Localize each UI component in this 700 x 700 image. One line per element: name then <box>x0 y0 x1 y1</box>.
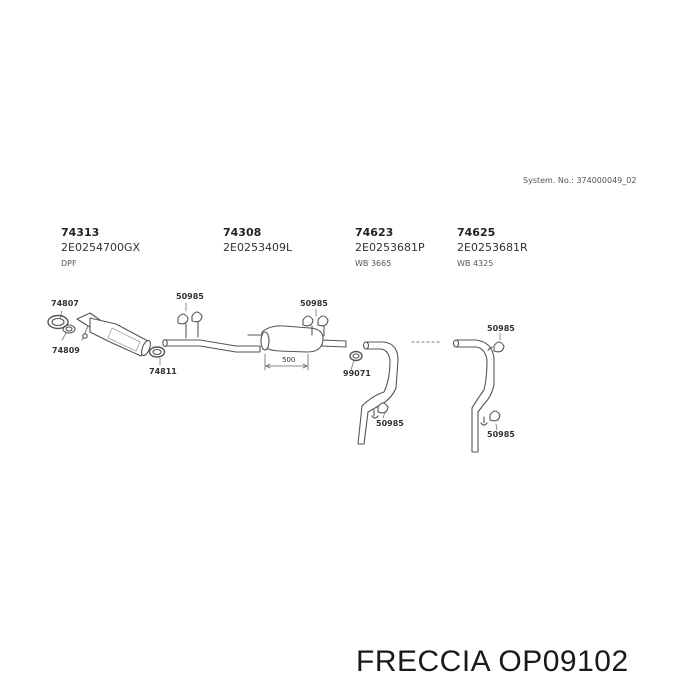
front-pipe-74308 <box>162 338 347 353</box>
callout-50985-a: 50985 <box>176 292 204 301</box>
hanger-50985-c <box>371 402 389 419</box>
callout-74809: 74809 <box>52 346 80 355</box>
tail-pipe-74625 <box>452 339 495 453</box>
system-number: System. No.: 374000049_02 <box>523 176 637 185</box>
hanger-50985-d <box>487 341 505 353</box>
oem-number-1: 2E0254700GX <box>61 241 140 254</box>
part-number-1: 74313 <box>61 226 100 239</box>
clamp-ring-74807 <box>47 314 69 330</box>
middle-muffler <box>247 325 324 353</box>
callout-50985-b: 50985 <box>300 299 328 308</box>
part-note-3: WB 3665 <box>355 259 392 268</box>
part-number-2: 74308 <box>223 226 262 239</box>
leader-lines <box>59 302 501 431</box>
callout-99071: 99071 <box>343 369 371 378</box>
dpf-74313 <box>76 312 151 357</box>
hanger-50985-b <box>302 315 329 337</box>
part-number-3: 74623 <box>355 226 394 239</box>
clamp-74811 <box>148 346 166 358</box>
part-number-4: 74625 <box>457 226 496 239</box>
gasket-74809 <box>62 324 76 334</box>
hanger-50985-a <box>177 311 203 339</box>
callout-74811: 74811 <box>149 367 177 376</box>
tail-pipe-74623 <box>357 341 399 445</box>
callout-74807: 74807 <box>51 299 79 308</box>
oem-number-4: 2E0253681R <box>457 241 528 254</box>
part-note-1: DPF <box>61 259 77 268</box>
clamp-99071 <box>349 350 363 362</box>
callout-50985-e: 50985 <box>487 430 515 439</box>
oem-number-2: 2E0253409L <box>223 241 293 254</box>
callout-50985-c: 50985 <box>376 419 404 428</box>
part-note-4: WB 4325 <box>457 259 494 268</box>
callout-50985-d: 50985 <box>487 324 515 333</box>
hanger-50985-e <box>480 410 501 426</box>
dimension-label: 500 <box>282 356 296 364</box>
brand-article-number: FRECCIA OP09102 <box>356 645 629 678</box>
oem-number-3: 2E0253681P <box>355 241 425 254</box>
dimension-line <box>264 353 309 371</box>
